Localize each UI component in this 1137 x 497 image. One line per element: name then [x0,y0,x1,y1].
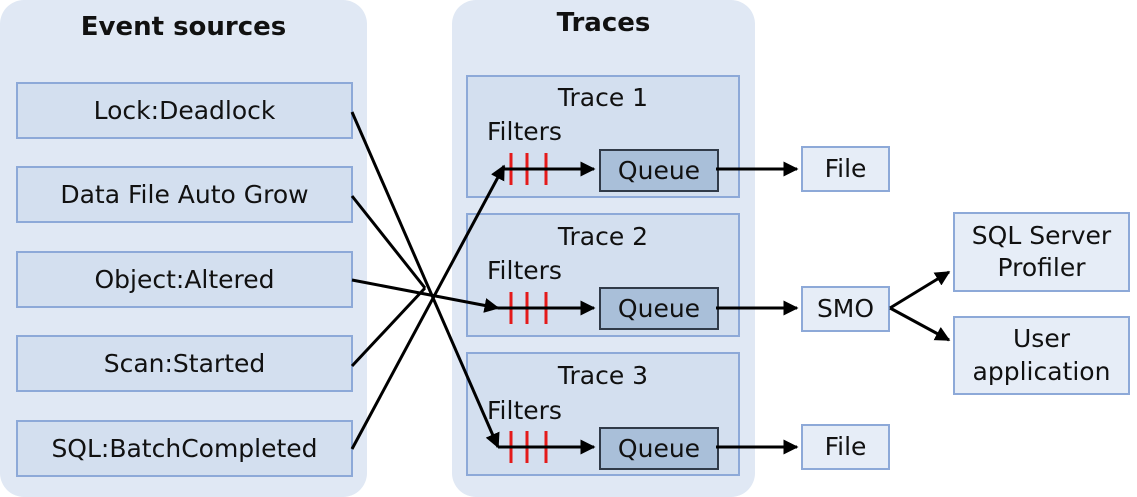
trace-2-queue: Queue [599,287,719,330]
arrow-sql-batchcompleted-to-trace-1 [350,164,506,450]
event-sources-title: Event sources [80,12,287,42]
trace-1-filters-label: Filters [487,117,562,146]
traces-title: Traces [556,8,651,38]
trace-1-title: Trace 1 [557,83,649,112]
event-source-data-file-auto-grow: Data File Auto Grow [16,166,353,223]
output-user-application: User application [953,316,1130,395]
trace-3-queue: Queue [599,427,719,470]
line-scan-started [350,286,427,368]
line-data-file-auto-grow [350,195,427,289]
event-source-scan-started: Scan:Started [16,335,353,392]
output-smo: SMO [801,286,890,332]
event-source-object-altered: Object:Altered [16,251,353,308]
trace-1-queue: Queue [599,149,719,192]
arrow-object-altered-to-trace-2 [351,278,500,313]
output-file-1: File [801,146,890,192]
user-app-label-line2: application [972,356,1111,386]
arrow-smo-to-profiler [889,270,951,310]
profiler-label-line1: SQL Server [971,220,1112,250]
trace-3-title: Trace 3 [557,361,649,390]
output-sql-server-profiler: SQL Server Profiler [953,212,1130,292]
trace-3-filters-label: Filters [487,396,562,425]
user-app-label-line1: User [1013,324,1070,353]
trace-2-box: Trace 2 Filters Queue [466,213,740,337]
arrow-lock-deadlock-to-trace-3 [350,111,500,449]
arrow-smo-to-user-app [889,306,951,342]
trace-2-title: Trace 2 [557,222,649,251]
output-file-3: File [801,424,890,470]
profiler-label-line2: Profiler [997,253,1086,282]
event-source-lock-deadlock: Lock:Deadlock [16,82,353,139]
trace-2-filters-label: Filters [487,256,562,285]
